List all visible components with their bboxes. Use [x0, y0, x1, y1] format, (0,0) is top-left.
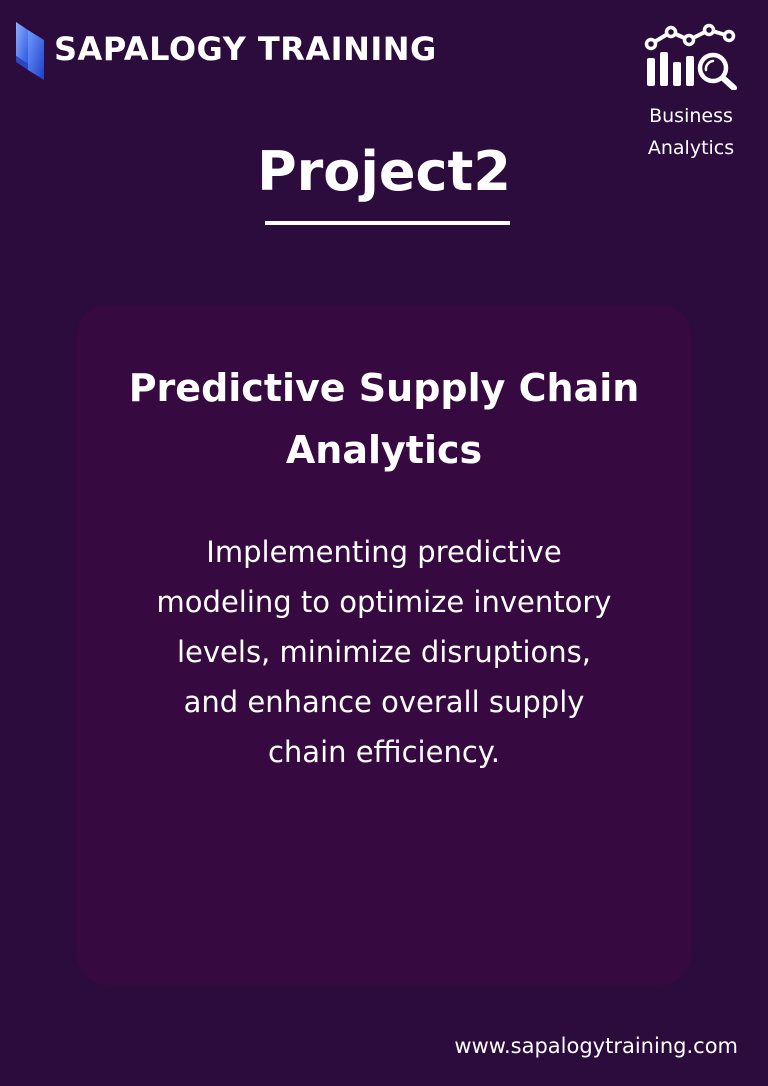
brand-name: SAPALOGY TRAINING [54, 30, 437, 68]
sapalogy-logo-icon [16, 22, 44, 80]
card-description-line: modeling to optimize inventory [156, 585, 612, 619]
category-label-line1: Business [649, 105, 733, 127]
category-label: Business Analytics [636, 100, 746, 164]
card-description-line: Implementing predictive [206, 535, 562, 569]
brand-header: SAPALOGY TRAINING [14, 20, 437, 82]
title-underline [265, 221, 510, 225]
business-analytics-icon [644, 23, 737, 90]
project-title: Project2 [257, 140, 511, 203]
card-description: Implementing predictive modeling to opti… [107, 527, 661, 777]
website-url: www.sapalogytraining.com [454, 1034, 738, 1058]
card-description-line: chain efficiency. [267, 735, 501, 769]
card-title-line1: Predictive Supply Chain [128, 366, 640, 410]
card-title-line2: Analytics [285, 428, 483, 472]
card-description-line: levels, minimize disruptions, [176, 635, 591, 669]
card-title: Predictive Supply Chain Analytics [107, 357, 661, 481]
project-card: Predictive Supply Chain Analytics Implem… [77, 305, 691, 985]
category-badge: Business Analytics [636, 22, 746, 164]
card-description-line: and enhance overall supply [183, 685, 585, 719]
category-label-line2: Analytics [647, 137, 735, 159]
